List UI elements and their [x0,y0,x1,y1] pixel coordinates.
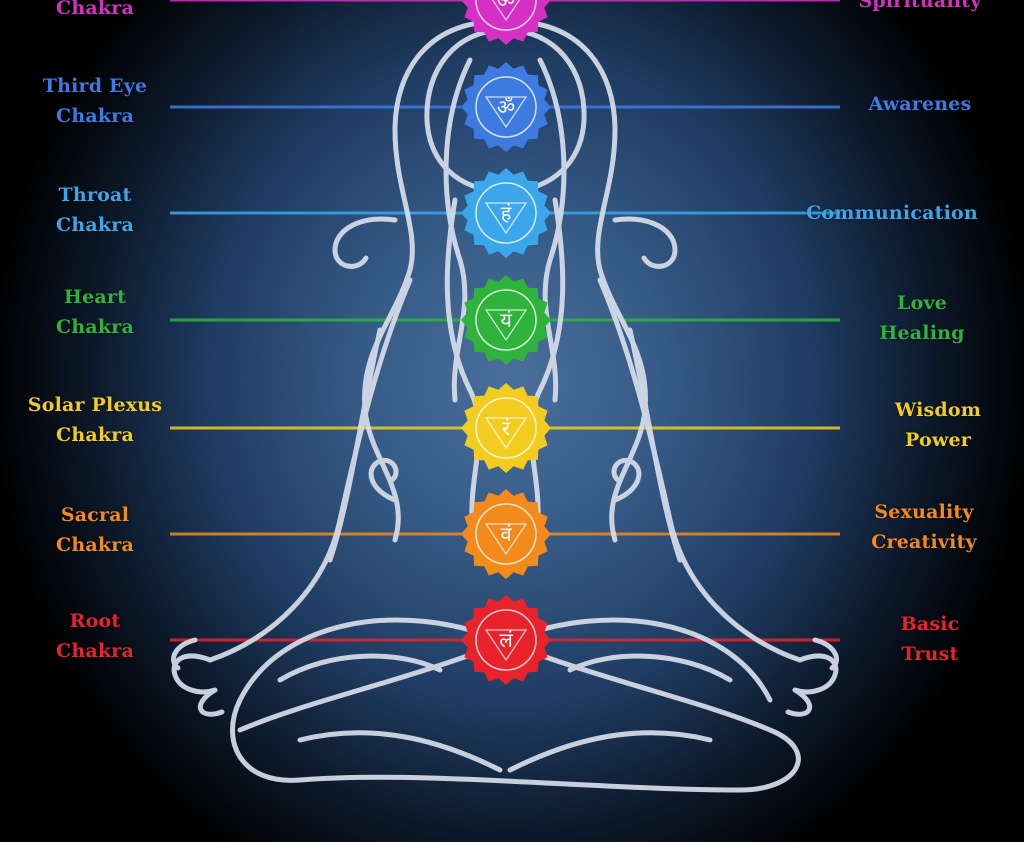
chakra-symbol: हं [501,201,512,225]
chakra-meaning-line2: Power [905,429,971,451]
lotus-chakra-icon: हं [461,168,551,258]
lotus-petals [461,62,551,152]
chakra-name-solar-plexus: Solar Plexus Chakra [5,390,185,450]
chakra-name-third-eye: Third Eye Chakra [5,71,185,131]
chakra-meaning-line1: Wisdom [894,399,982,421]
chakra-meaning-line1: Sexuality [874,501,974,523]
lotus-chakra-icon: ॐ [461,62,551,152]
chakra-name-heart: Heart Chakra [5,282,185,342]
chakra-symbol: रं [502,416,511,440]
lotus-petals [461,489,551,579]
lotus-chakra-icon: वं [461,489,551,579]
chakra-meaning-line1: Communication [806,202,978,224]
chakra-symbol: वं [500,522,512,546]
lotus-inner-ring [475,503,537,565]
lotus-inner-ring [475,182,537,244]
lotus-triangle [484,202,528,235]
lotus-inner-ring [475,76,537,138]
chakra-icons: ॐ ॐ हं यं रं वं लं [461,0,551,685]
chakra-name-line2: Chakra [56,640,134,662]
chakra-symbol: लं [499,628,513,652]
lotus-triangle [484,309,528,342]
lotus-inner-ring [475,289,537,351]
chakra-name-line1: Third Eye [42,75,148,97]
chakra-name-line2: Chakra [56,0,134,19]
chakra-name-crown-line2: Chakra [5,0,185,23]
chakra-meaning-third-eye: Awarenes [820,89,1020,119]
lotus-triangle [491,0,521,22]
chakra-name-line2: Chakra [56,105,134,127]
chakra-symbol: यं [500,308,512,332]
chakra-name-line2: Chakra [56,424,134,446]
chakra-meaning-line2: Healing [879,322,965,344]
chakra-meaning-line1: Awarenes [868,93,972,115]
chakra-name-line1: Sacral [60,504,130,526]
lotus-petals [461,595,551,685]
lotus-petals [461,168,551,258]
lotus-inner-ring [475,397,537,459]
lotus-chakra-icon: लं [461,595,551,685]
chakra-meaning-root: Basic Trust [830,609,1024,669]
lotus-chakra-icon: रं [461,383,551,473]
lotus-triangle [484,96,528,129]
chakra-meaning-line2: Creativity [871,531,977,553]
chakra-meaning-throat: Communication [792,198,992,228]
chakra-symbol: ॐ [497,0,515,12]
chakra-meaning-sacral: Sexuality Creativity [824,497,1024,557]
chakra-meaning-crown: Spirituality [820,0,1020,16]
lotus-inner-ring [475,609,537,671]
lotus-chakra-icon: ॐ [461,0,551,45]
lotus-inner-ring [475,0,537,31]
chakra-name-root: Root Chakra [5,606,185,666]
chakra-name-line1: Solar Plexus [27,394,163,416]
chakra-name-line2: Chakra [56,534,134,556]
lotus-triangle [484,417,528,450]
chakra-symbol: ॐ [497,95,515,119]
chakra-meaning-line2: Trust [901,643,959,665]
lotus-petals [461,383,551,473]
lotus-petals [461,0,551,45]
chakra-name-line1: Root [69,610,121,632]
chakra-name-sacral: Sacral Chakra [5,500,185,560]
chakra-name-throat: Throat Chakra [5,180,185,240]
chakra-meaning-line1: Love [897,292,947,314]
lotus-triangle [484,629,528,662]
chakra-meaning-line1: Basic [900,613,960,635]
chakra-meaning-heart: Love Healing [822,288,1022,348]
chakra-name-line1: Heart [63,286,127,308]
meditating-figure-icon [171,19,839,793]
chakra-name-line1: Throat [58,184,132,206]
chakra-name-line2: Chakra [56,316,134,338]
lotus-chakra-icon: यं [461,275,551,365]
lotus-petals [461,275,551,365]
chakra-meaning-line1: Spirituality [858,0,982,12]
lotus-triangle [484,523,528,556]
chakra-meaning-solar-plexus: Wisdom Power [838,395,1024,455]
chakra-name-line2: Chakra [56,214,134,236]
